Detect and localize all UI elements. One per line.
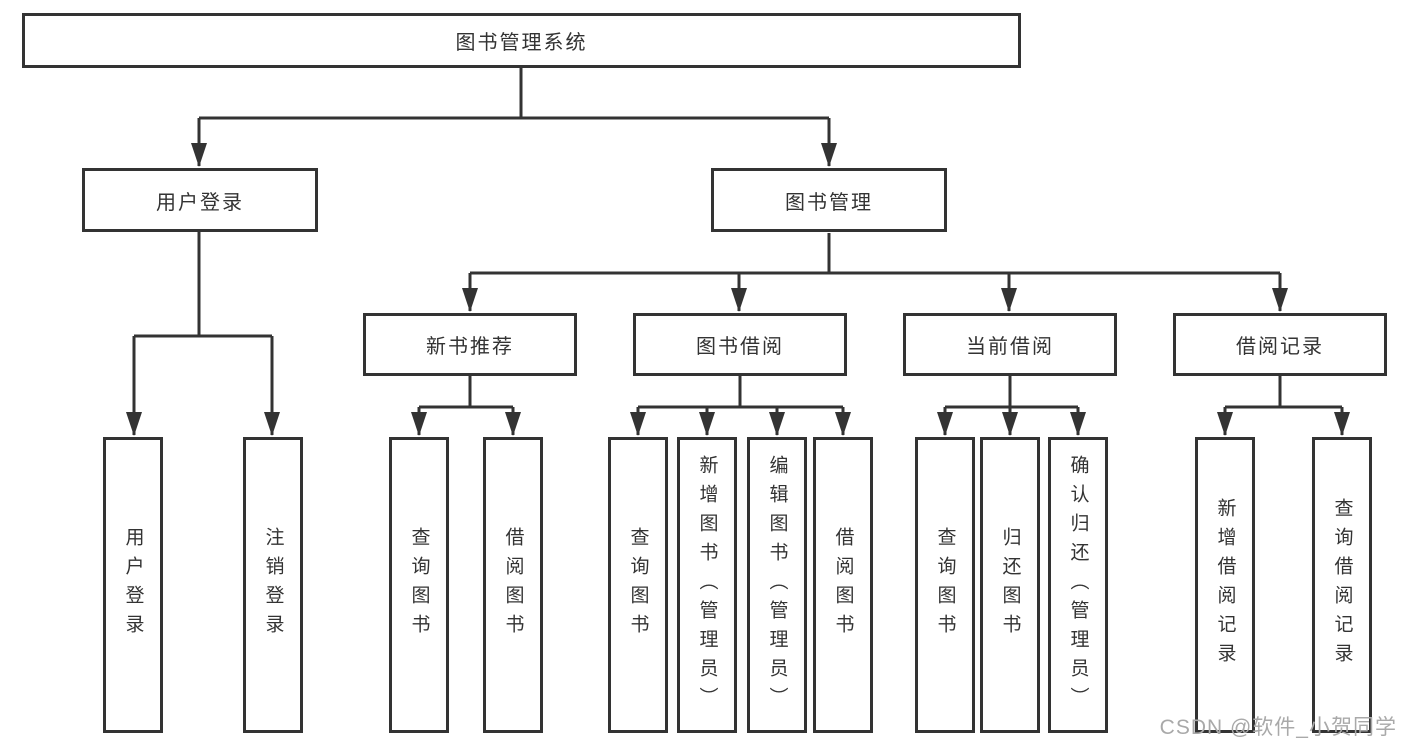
node-book-management-label: 图书管理 xyxy=(785,191,873,214)
node-book-borrow: 图书借阅 xyxy=(633,313,847,376)
leaf-record-add: 新增借阅记录 xyxy=(1195,437,1255,733)
edge-root-to-level2 xyxy=(191,68,837,167)
leaf-logout-label: 注销登录 xyxy=(262,527,284,643)
edge-book-management-to-level3 xyxy=(462,233,1288,312)
node-current-borrow: 当前借阅 xyxy=(903,313,1117,376)
leaf-current-confirm-return: 确认归还（管理员） xyxy=(1048,437,1108,733)
leaf-record-add-label: 新增借阅记录 xyxy=(1214,498,1236,672)
leaf-logout: 注销登录 xyxy=(243,437,303,733)
node-current-borrow-label: 当前借阅 xyxy=(966,336,1054,358)
leaf-recommend-borrow-book-label: 借阅图书 xyxy=(502,527,524,643)
node-new-book-recommend: 新书推荐 xyxy=(363,313,577,376)
node-new-book-recommend-label: 新书推荐 xyxy=(426,336,514,358)
node-user-login: 用户登录 xyxy=(82,168,318,232)
node-book-borrow-label: 图书借阅 xyxy=(696,336,784,358)
leaf-record-query: 查询借阅记录 xyxy=(1312,437,1372,733)
leaf-current-query-book: 查询图书 xyxy=(915,437,975,733)
node-root: 图书管理系统 xyxy=(22,13,1021,68)
leaf-borrow-add-book: 新增图书（管理员） xyxy=(677,437,737,733)
leaf-borrow-query-book: 查询图书 xyxy=(608,437,668,733)
leaf-borrow-borrow-book-label: 借阅图书 xyxy=(832,527,854,643)
node-borrow-record: 借阅记录 xyxy=(1173,313,1387,376)
leaf-current-return-book-label: 归还图书 xyxy=(999,527,1021,643)
leaf-borrow-borrow-book: 借阅图书 xyxy=(813,437,873,733)
leaf-recommend-borrow-book: 借阅图书 xyxy=(483,437,543,733)
leaf-borrow-edit-book: 编辑图书（管理员） xyxy=(747,437,807,733)
leaf-current-confirm-return-label: 确认归还（管理员） xyxy=(1067,454,1089,716)
leaf-user-login-label: 用户登录 xyxy=(122,527,144,643)
leaf-borrow-edit-book-label: 编辑图书（管理员） xyxy=(766,454,788,716)
edge-borrow-record-to-leaves xyxy=(1217,376,1350,436)
edge-current-borrow-to-leaves xyxy=(937,376,1086,436)
leaf-borrow-add-book-label: 新增图书（管理员） xyxy=(696,454,718,716)
leaf-recommend-query-book-label: 查询图书 xyxy=(408,527,430,643)
edge-new-book-recommend-to-leaves xyxy=(411,376,521,436)
leaf-current-query-book-label: 查询图书 xyxy=(934,527,956,643)
edge-user-login-to-leaves xyxy=(126,232,280,436)
node-book-management: 图书管理 xyxy=(711,168,947,232)
leaf-record-query-label: 查询借阅记录 xyxy=(1331,498,1353,672)
node-root-label: 图书管理系统 xyxy=(455,32,588,54)
node-user-login-label: 用户登录 xyxy=(156,191,244,214)
leaf-current-return-book: 归还图书 xyxy=(980,437,1040,733)
leaf-borrow-query-book-label: 查询图书 xyxy=(627,527,649,643)
leaf-recommend-query-book: 查询图书 xyxy=(389,437,449,733)
node-borrow-record-label: 借阅记录 xyxy=(1236,336,1324,358)
csdn-watermark: CSDN @软件_小贺同学 xyxy=(1159,716,1397,739)
edge-book-borrow-to-leaves xyxy=(630,376,851,436)
leaf-user-login: 用户登录 xyxy=(103,437,163,733)
